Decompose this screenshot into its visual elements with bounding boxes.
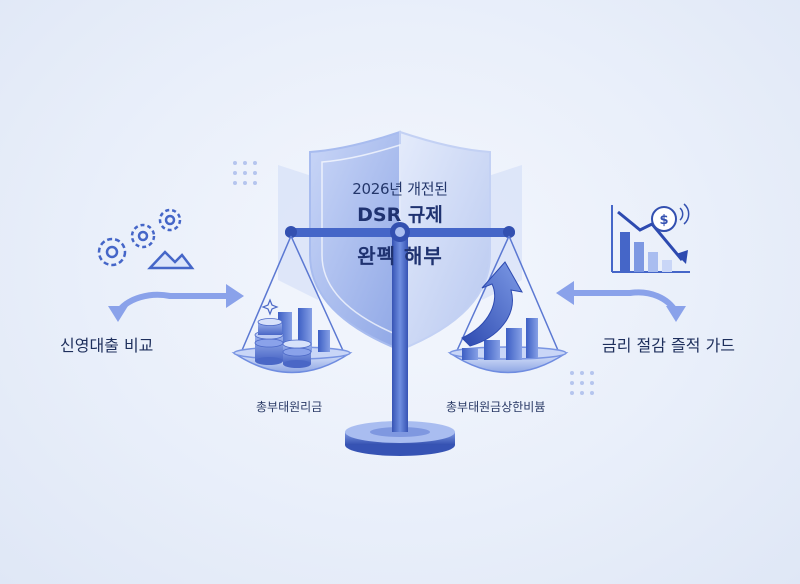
growth-bars-arrow-icon: [461, 261, 538, 360]
gears-icon: [97, 208, 195, 270]
right-side-label: 금리 절감 즐적 가드: [602, 336, 736, 355]
left-pan-label: 총부태원리금: [256, 400, 323, 414]
left-side-label: 신영대출 비교: [60, 336, 154, 355]
left-arrow-head-right: [226, 284, 244, 308]
right-arrow-head-down: [666, 306, 686, 322]
title-line-3: 완폑 해부: [357, 244, 443, 268]
coin-stacks-icon: [254, 298, 330, 368]
dot-grid-right: [570, 371, 594, 395]
dot-grid-left: [233, 161, 257, 185]
svg-text:$: $: [659, 213, 668, 228]
shield-icon: [309, 130, 491, 352]
right-flow-arrows: [569, 289, 679, 315]
right-arrow-head-left: [556, 281, 574, 305]
right-pan-label: 총부태원금상한비븀: [446, 400, 546, 414]
title-line-1: 2026년 개전된: [352, 180, 448, 198]
left-arrow-head-down: [108, 306, 128, 322]
title-line-2: DSR 규제: [357, 204, 443, 226]
left-flow-arrows: [115, 291, 233, 315]
declining-chart-dollar-icon: $: [611, 203, 690, 273]
